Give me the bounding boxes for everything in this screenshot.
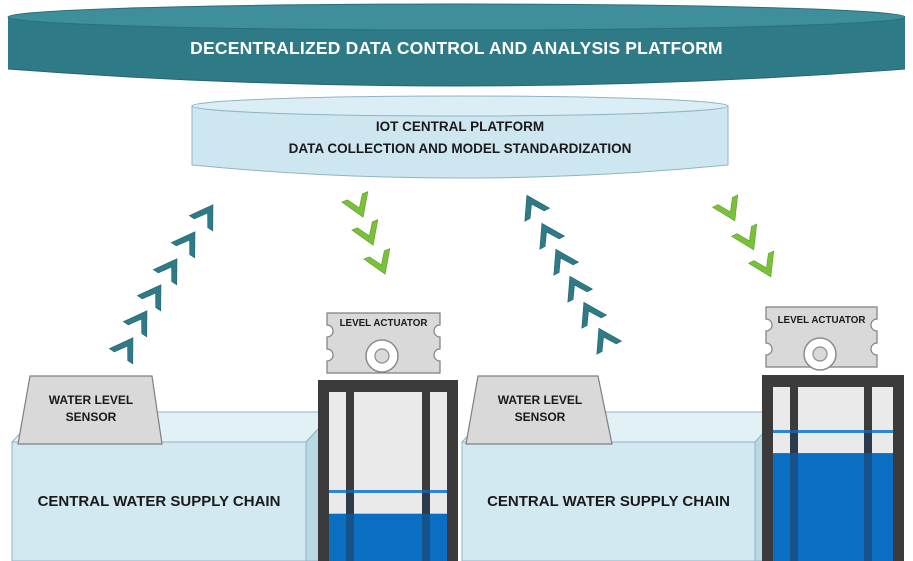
sensor-label-1-line2: SENSOR — [65, 410, 117, 424]
supply-chain-label-1: CENTRAL WATER SUPPLY CHAIN — [37, 493, 281, 510]
chevron-up-icon — [170, 223, 208, 259]
chevron-up-icon — [136, 276, 174, 312]
iot-platform-body — [191, 105, 729, 179]
decentralized-platform — [7, 3, 906, 87]
sensor-label-1-line1: WATER LEVEL — [48, 393, 134, 407]
download-arrows-right — [712, 194, 784, 284]
platform-title: DECENTRALIZED DATA CONTROL AND ANALYSIS … — [190, 38, 723, 58]
tank-1 — [318, 380, 458, 561]
actuator-label-1: LEVEL ACTUATOR — [339, 318, 428, 329]
supply-chain-label-2: CENTRAL WATER SUPPLY CHAIN — [487, 493, 730, 510]
iot-platform-top — [191, 95, 729, 117]
sensor-label-2-line2: SENSOR — [514, 410, 566, 424]
chevron-up-icon — [556, 269, 594, 303]
platform-body — [8, 17, 905, 86]
chevron-up-icon — [108, 329, 146, 365]
chevron-down-icon — [351, 219, 387, 251]
chevron-up-icon — [513, 188, 551, 222]
actuator-label-2: LEVEL ACTUATOR — [777, 315, 866, 326]
chevron-down-icon — [363, 248, 399, 280]
iot-platform-title: IOT CENTRAL PLATFORM — [375, 119, 545, 134]
chevron-up-icon — [570, 295, 608, 329]
chevron-down-icon — [731, 223, 767, 257]
water-level-sensor-2 — [465, 375, 613, 445]
platform-top — [7, 3, 906, 31]
chevron-up-icon — [152, 250, 190, 286]
chevron-up-icon — [122, 302, 160, 338]
upload-arrows-right — [513, 188, 623, 355]
chevron-up-icon — [585, 321, 623, 355]
chevron-down-icon — [748, 250, 784, 284]
tank-2 — [762, 375, 904, 561]
water-level-sensor-1 — [17, 375, 163, 445]
level-actuator-2 — [765, 306, 878, 371]
chevron-up-icon — [528, 216, 566, 250]
chevron-down-icon — [341, 191, 377, 223]
chevron-up-icon — [542, 242, 580, 276]
sensor-label-2-line1: WATER LEVEL — [497, 393, 583, 407]
chevron-down-icon — [712, 194, 748, 228]
iot-platform-subtitle: DATA COLLECTION AND MODEL STANDARDIZATIO… — [288, 141, 632, 156]
upload-arrows-left — [108, 196, 226, 365]
level-actuator-1 — [326, 312, 441, 374]
chevron-up-icon — [188, 196, 226, 232]
download-arrows-left — [341, 191, 399, 280]
iot-central-platform — [191, 95, 729, 179]
